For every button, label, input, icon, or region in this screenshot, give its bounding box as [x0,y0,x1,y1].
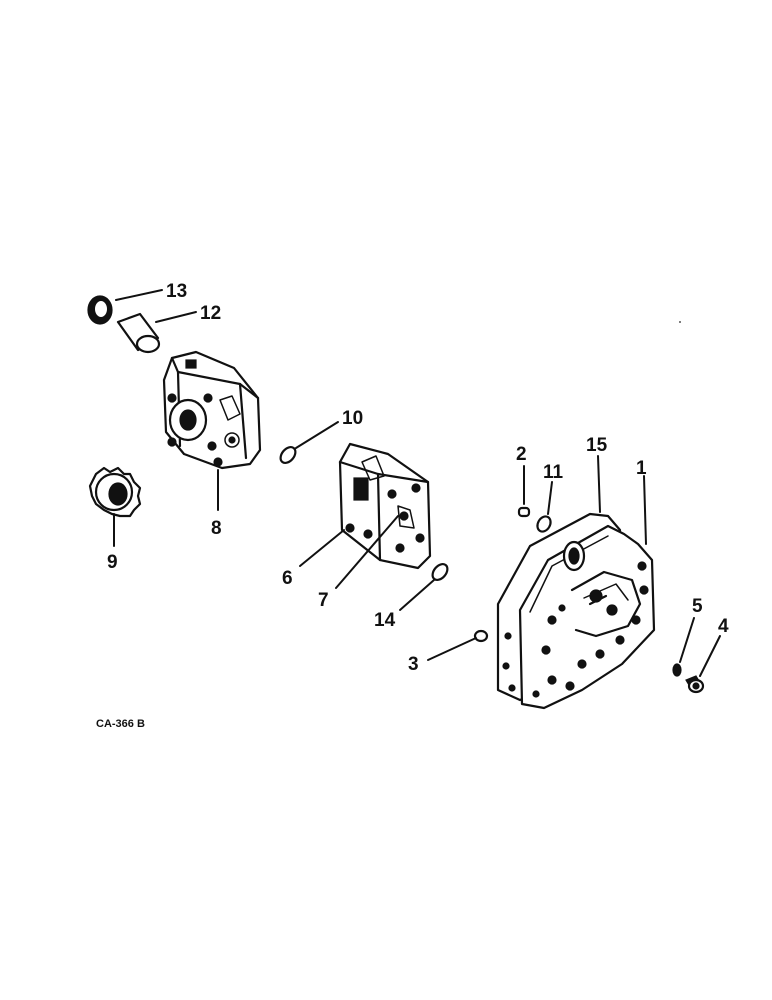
o-ring-icon [279,446,297,464]
callout-13: 13 [166,281,187,302]
dowel-icon [473,629,489,643]
print-speck [679,321,681,323]
callout-12: 12 [200,303,221,324]
o-ring-icon [536,515,552,533]
seal-ring-icon [87,295,113,325]
callout-9: 9 [107,552,118,573]
cover-plate-icon [518,524,656,710]
adapter-body-icon [338,442,432,570]
callout-5: 5 [692,596,703,617]
sleeve-icon [116,312,161,354]
callout-4: 4 [718,616,729,637]
callout-2: 2 [516,444,527,465]
adapter-port-icon [397,505,415,529]
leader-lines [113,289,721,677]
callout-6: 6 [282,568,293,589]
callout-11: 11 [543,462,564,483]
callout-3: 3 [408,654,419,675]
callout-8: 8 [211,518,222,539]
hydraulic-pump-icon [162,350,262,470]
washer-icon [672,663,682,677]
pin-icon [517,506,531,518]
o-ring-icon [431,563,449,581]
figure-code: CA-366 B [96,718,145,730]
callout-15: 15 [586,435,608,456]
callout-1: 1 [636,458,647,479]
drive-gear-icon [88,466,142,518]
bolt-icon [685,675,705,694]
callout-14: 14 [374,610,396,631]
callout-7: 7 [318,590,329,611]
callout-10: 10 [342,408,363,429]
